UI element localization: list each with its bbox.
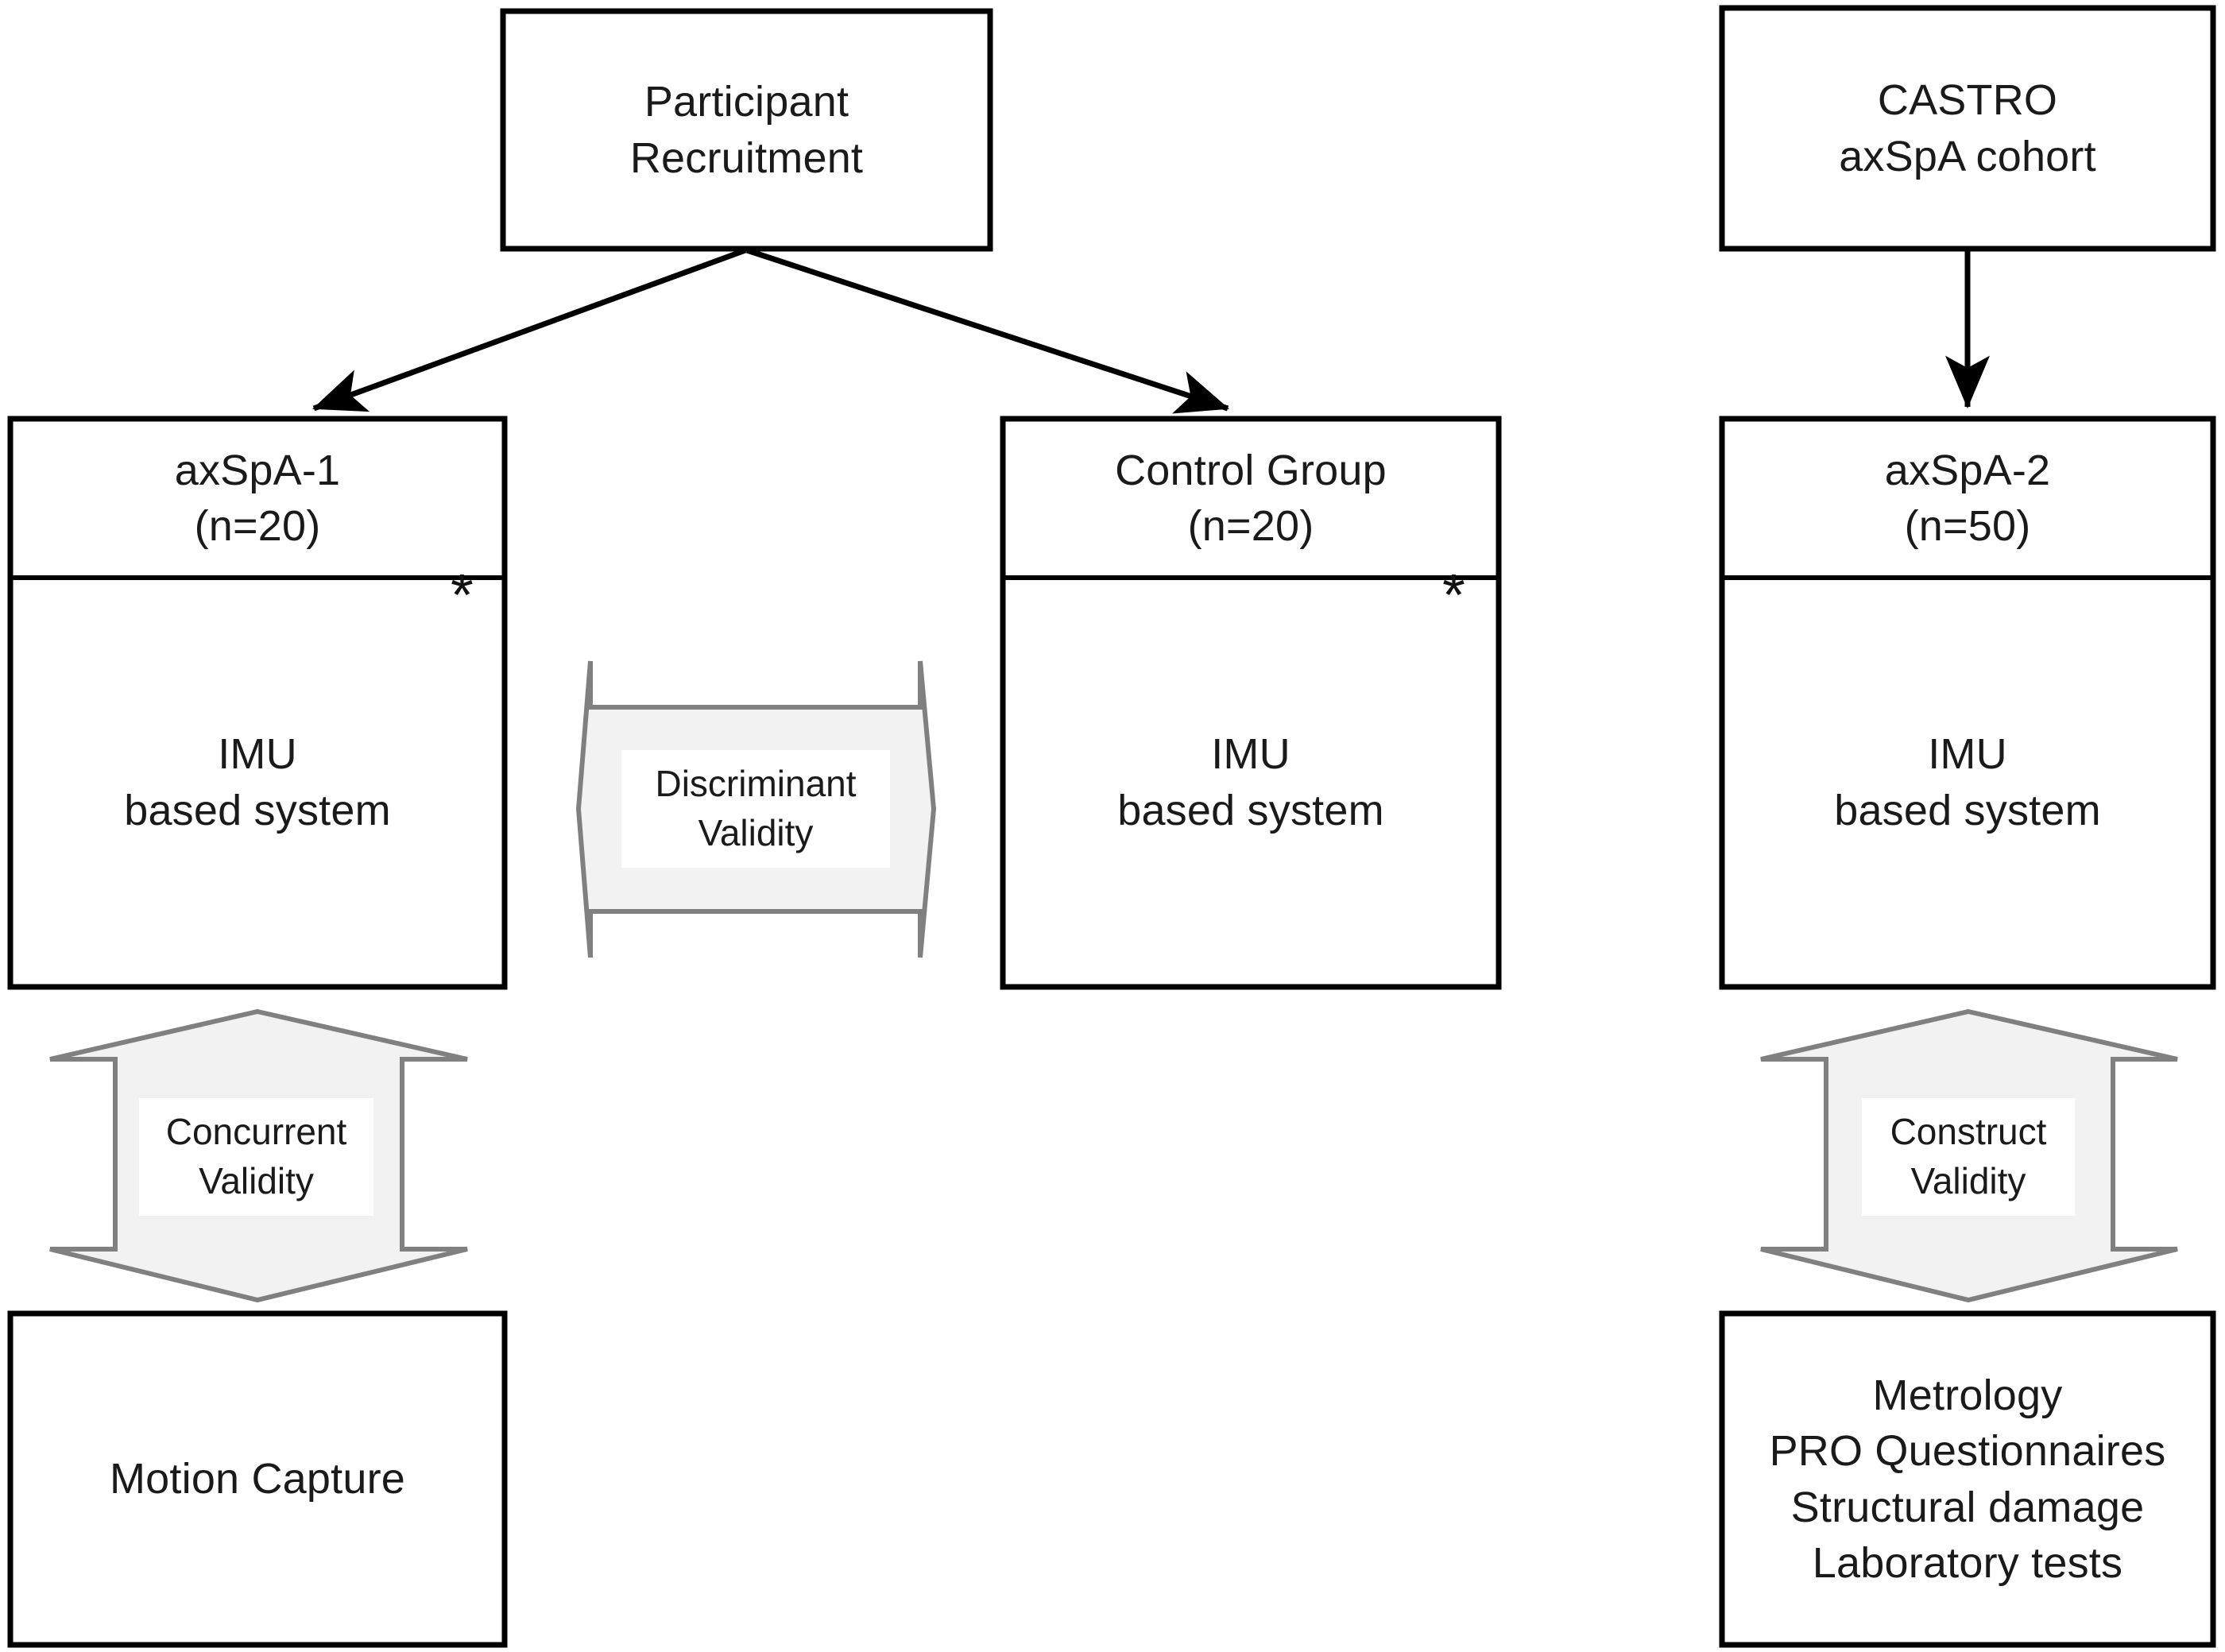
connector-recruitment-to-control: [745, 247, 1229, 414]
box-motion-capture: [7, 1310, 508, 1648]
box-castro-cohort: [1719, 5, 2216, 252]
block-arrow-concurrent-validity: [49, 1008, 468, 1303]
block-arrow-construct-validity: [1760, 1008, 2178, 1303]
box-axspa2-imu-group: [1719, 416, 2216, 990]
box-participant-recruitment: [500, 8, 993, 252]
box-outcomes: [1719, 1310, 2216, 1648]
box-control-imu-group: [1000, 416, 1502, 990]
box-axspa1-imu-group: [7, 416, 508, 990]
connector-recruitment-to-axspa1: [312, 247, 747, 412]
block-arrow-discriminant-validity: [575, 660, 937, 958]
